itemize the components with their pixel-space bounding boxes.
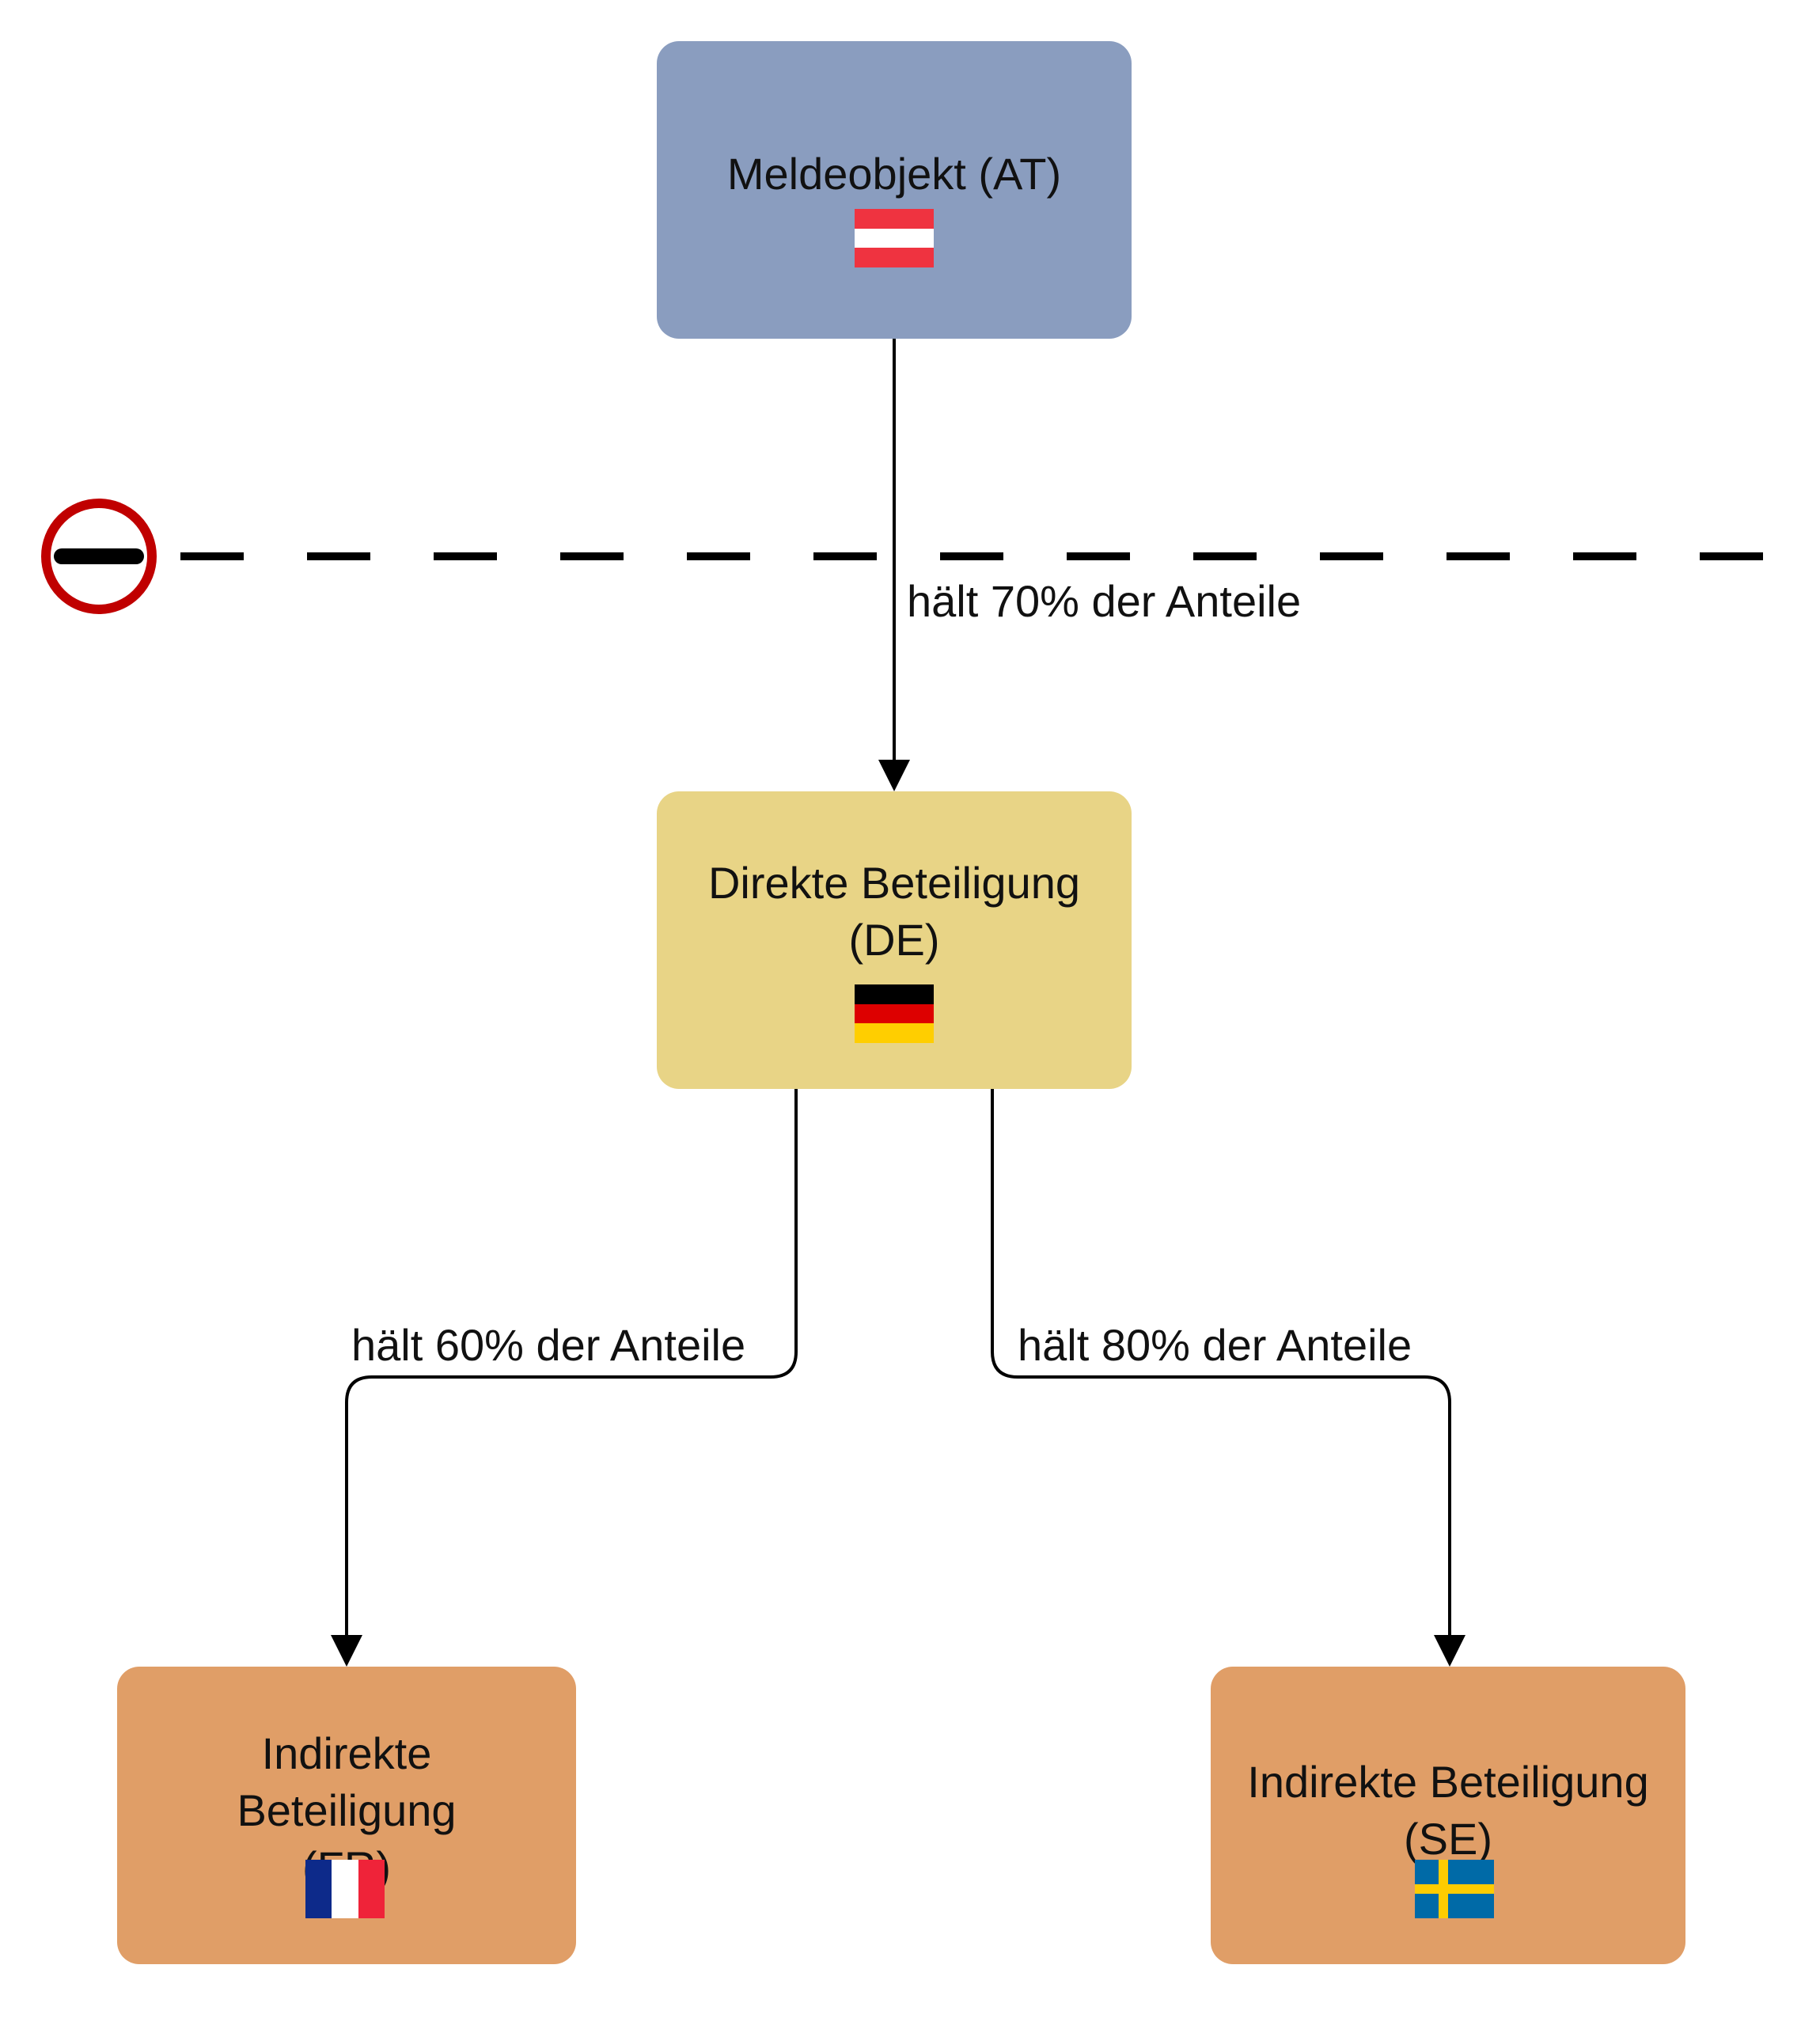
node-indirekte-beteiligung-se: Indirekte Beteiligung (SE) (1211, 1667, 1685, 1964)
arrowhead-de-se (1434, 1635, 1465, 1667)
node-label: Direkte Beteiligung (DE) (707, 858, 1081, 965)
edge-de-fr (345, 1089, 798, 1641)
node-label: Meldeobjekt (AT) (726, 149, 1062, 199)
sweden-flag-icon (1415, 1860, 1494, 1918)
arrowhead-de-fr (331, 1635, 362, 1667)
edge-label-at-de: hält 70% der Anteile (907, 576, 1302, 626)
edge-label-de-fr: hält 60% der Anteile (351, 1320, 746, 1370)
edge-de-se (991, 1089, 1451, 1641)
germany-flag-icon (855, 984, 934, 1044)
austria-flag-icon (855, 209, 934, 268)
node-label: Indirekte Beteiligung (SE) (1247, 1757, 1649, 1864)
arrowhead-at-de (878, 760, 910, 791)
edge-label-de-se: hält 80% der Anteile (1018, 1320, 1412, 1370)
node-direkte-beteiligung-de: Direkte Beteiligung (DE) (657, 791, 1132, 1089)
france-flag-icon (305, 1860, 385, 1918)
node-meldeobjekt-at: Meldeobjekt (AT) (657, 41, 1132, 339)
no-entry-icon (41, 499, 157, 614)
node-indirekte-beteiligung-fr: Indirekte Beteiligung (FR) (117, 1667, 576, 1964)
